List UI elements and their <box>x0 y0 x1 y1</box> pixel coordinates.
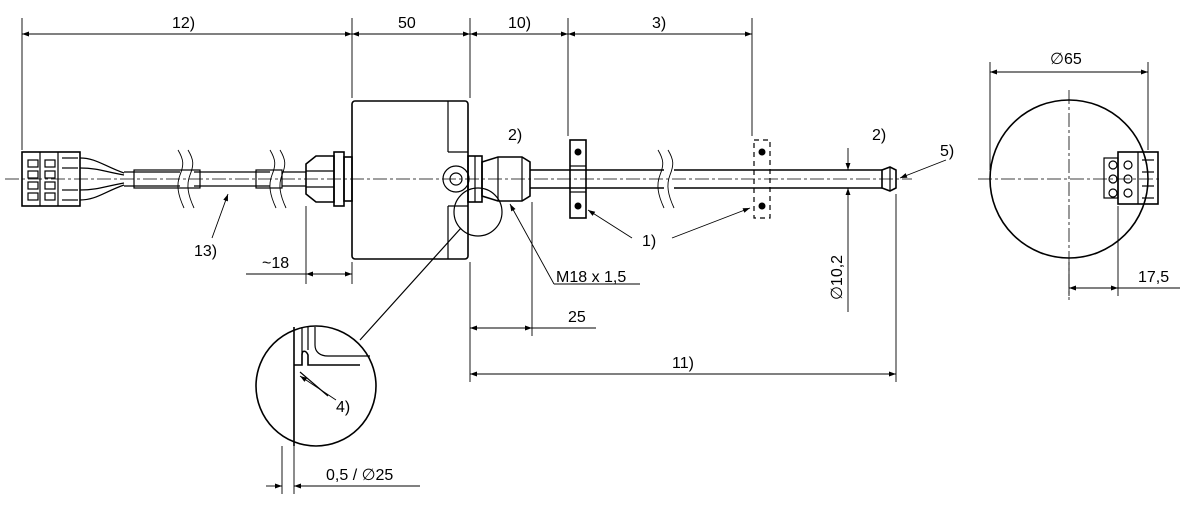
mounting-clamp-solid <box>569 139 587 219</box>
dim-housing-width: 50 <box>398 15 416 32</box>
dim-thread: M18 x 1,5 <box>556 269 626 286</box>
mounting-clamp-dashed <box>753 139 771 219</box>
cable-gland <box>305 151 353 207</box>
dim-thread-length: 25 <box>568 309 586 326</box>
extension-lines <box>21 18 1149 494</box>
note-1: 1) <box>642 233 656 250</box>
dimension-lines <box>22 31 1180 489</box>
dim-detail-size: 0,5 / ∅25 <box>326 467 393 484</box>
dim-total-length: 11) <box>672 355 694 372</box>
dim-housing-diameter: ∅65 <box>1050 51 1082 68</box>
cable-connector-plug <box>21 151 125 207</box>
dim-mount-offset: 10) <box>508 15 531 32</box>
dim-connector-offset: 17,5 <box>1138 269 1169 286</box>
detail-marker-circle <box>453 187 503 237</box>
side-view <box>989 99 1159 259</box>
leader-lines <box>211 159 947 401</box>
dim-gland-length: ~18 <box>262 255 289 272</box>
note-13: 13) <box>194 243 217 260</box>
dim-cable-length: 12) <box>172 15 195 32</box>
cable <box>124 149 306 209</box>
detail-note-4: 4) <box>336 399 350 416</box>
sensor-housing <box>351 100 470 260</box>
note-5: 5) <box>940 143 954 160</box>
dim-rod-length-3: 3) <box>652 15 666 32</box>
note-2-right: 2) <box>872 127 886 144</box>
dim-rod-diameter: ∅10,2 <box>829 255 846 300</box>
detail-view <box>255 325 377 447</box>
detail-leader-line <box>359 227 462 341</box>
note-2-left: 2) <box>508 127 522 144</box>
